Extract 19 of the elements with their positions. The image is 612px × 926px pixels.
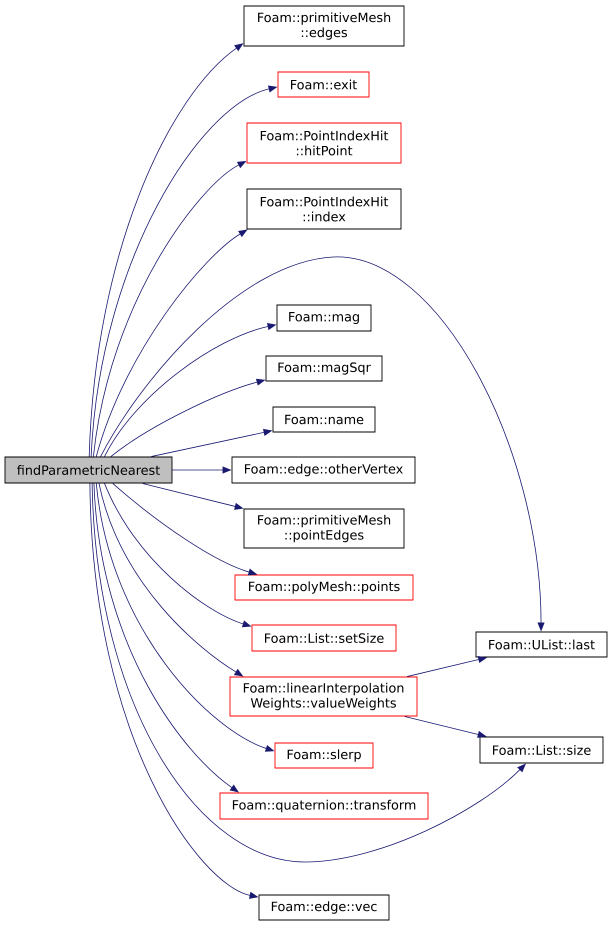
call-arrow [92, 483, 526, 862]
function-box: findParametricNearest [4, 456, 172, 484]
function-box: Foam::edge::otherVertex [232, 456, 416, 484]
function-box: Foam::edge::vec [258, 894, 390, 920]
function-box: Foam::PointIndexHit ::index [246, 188, 402, 230]
function-box: Foam::magSqr [266, 356, 382, 382]
function-box: Foam::List::setSize [252, 624, 396, 652]
function-box: Foam::primitiveMesh ::edges [244, 6, 404, 46]
function-box: Foam::name [272, 406, 376, 432]
function-box: Foam::UList::last [476, 632, 608, 658]
function-box: Foam::polyMesh::points [234, 574, 414, 600]
function-box: Foam::exit [278, 72, 370, 98]
function-box: Foam::quaternion::transform [220, 792, 428, 820]
function-box: Foam::primitiveMesh ::pointEdges [244, 508, 404, 548]
function-box: Foam::linearInterpolation Weights::valueWeights [230, 676, 418, 716]
function-box: Foam::PointIndexHit ::hitPoint [246, 122, 402, 164]
function-box: Foam::mag [276, 304, 372, 332]
function-box: Foam::List::size [480, 736, 604, 764]
function-box: Foam::slerp [274, 742, 374, 768]
